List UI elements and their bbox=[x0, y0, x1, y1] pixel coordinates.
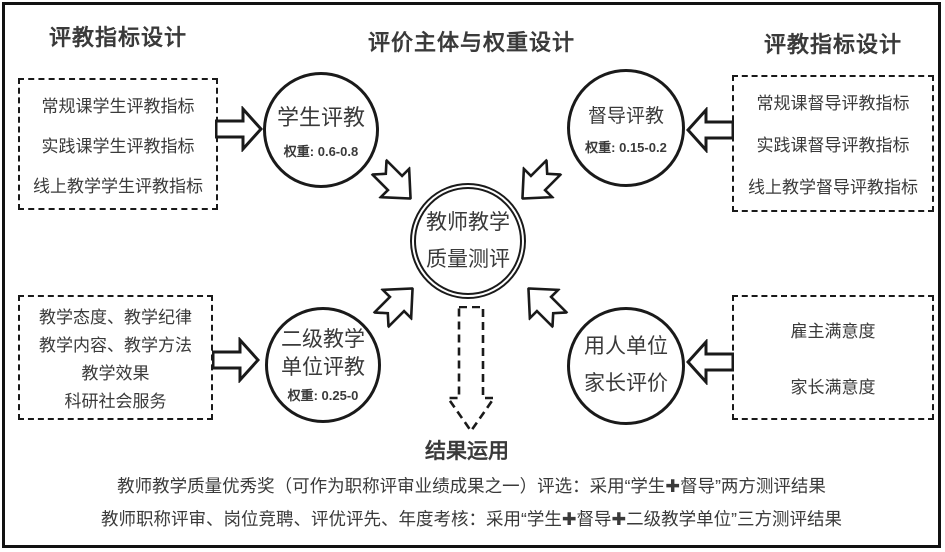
block-arrow-right-icon bbox=[212, 337, 260, 383]
block-arrow-right-icon bbox=[215, 106, 263, 152]
arrow-supervisor-to-center-icon bbox=[506, 151, 570, 215]
box-item: 线上教学学生评教指标 bbox=[33, 176, 203, 196]
title-left: 评教指标设计 bbox=[48, 25, 187, 50]
arrow-employer-to-center-icon bbox=[512, 272, 576, 336]
supervisor-indicator-box: 常规课督导评教指标 实践课督导评教指标 线上教学督导评教指标 bbox=[732, 75, 934, 212]
student-evaluation-circle: 学生评教 权重: 0.6-0.8 bbox=[263, 72, 379, 188]
teacher-quality-center-circle: 教师教学 质量测评 bbox=[410, 183, 526, 299]
block-arrow-left-icon bbox=[686, 339, 734, 385]
box-item: 教学态度、教学纪律 bbox=[39, 307, 192, 327]
center-line1: 教师教学 bbox=[426, 210, 510, 234]
circle-name: 学生评教 bbox=[276, 105, 365, 130]
circle-weight: 权重: 0.25-0 bbox=[287, 388, 359, 404]
center-circle-inner: 教师教学 质量测评 bbox=[414, 187, 522, 295]
title-center: 评价主体与权重设计 bbox=[367, 30, 575, 55]
box-item: 实践课学生评教指标 bbox=[41, 136, 195, 156]
title-right: 评教指标设计 bbox=[763, 32, 902, 57]
student-indicator-box: 常规课学生评教指标 实践课学生评教指标 线上教学学生评教指标 bbox=[18, 78, 218, 210]
box-item: 家长满意度 bbox=[790, 378, 876, 398]
box-item: 实践课督导评教指标 bbox=[756, 135, 910, 155]
box-item: 科研社会服务 bbox=[64, 392, 167, 412]
circle-weight: 权重: 0.15-0.2 bbox=[585, 139, 667, 155]
supervisor-evaluation-circle: 督导评教 权重: 0.15-0.2 bbox=[567, 69, 685, 187]
box-item: 线上教学督导评教指标 bbox=[748, 177, 918, 197]
circle-name-line2: 家长评价 bbox=[584, 372, 668, 395]
unit-evaluation-circle: 二级教学 单位评教 权重: 0.25-0 bbox=[265, 307, 381, 423]
employer-parent-circle: 用人单位 家长评价 bbox=[567, 307, 685, 425]
box-item: 常规课督导评教指标 bbox=[756, 94, 910, 114]
notched-arrow-icon bbox=[369, 157, 412, 200]
arrow-studentbox-to-student-icon bbox=[215, 106, 263, 152]
box-item: 雇主满意度 bbox=[790, 321, 876, 341]
center-line2: 质量测评 bbox=[426, 248, 510, 271]
box-item: 常规课学生评教指标 bbox=[41, 96, 195, 116]
arrow-unit-to-center-icon bbox=[365, 272, 429, 336]
arrow-supervisorbox-to-supervisor-icon bbox=[686, 107, 734, 153]
circle-weight: 权重: 0.6-0.8 bbox=[283, 144, 359, 159]
dashed-down-arrow-icon bbox=[447, 306, 495, 433]
block-arrow-left-icon bbox=[686, 107, 734, 153]
footer-line-2: 教师职称评审、岗位竞聘、评优评先、年度考核：采用“学生✚督导✚二级教学单位”三方… bbox=[101, 509, 842, 529]
box-item: 教学内容、教学方法 bbox=[39, 335, 192, 355]
notched-arrow-icon bbox=[371, 287, 414, 330]
box-item: 教学效果 bbox=[81, 364, 150, 384]
result-label: 结果运用 bbox=[425, 440, 509, 463]
employer-indicator-box: 雇主满意度 家长满意度 bbox=[732, 295, 934, 420]
unit-indicator-box: 教学态度、教学纪律 教学内容、教学方法 教学效果 科研社会服务 bbox=[18, 295, 213, 420]
circle-name-line2: 单位评教 bbox=[281, 355, 365, 379]
notched-arrow-icon bbox=[527, 287, 570, 330]
arrow-center-to-result-icon bbox=[447, 306, 495, 433]
arrow-employerbox-to-employer-icon bbox=[686, 339, 734, 385]
notched-arrow-icon bbox=[521, 157, 564, 200]
circle-name-line1: 用人单位 bbox=[584, 335, 668, 359]
arrow-student-to-center-icon bbox=[363, 151, 427, 215]
circle-name-line1: 二级教学 bbox=[281, 327, 365, 351]
circle-name: 督导评教 bbox=[587, 105, 664, 127]
arrow-unitbox-to-unit-icon bbox=[212, 337, 260, 383]
footer-line-1: 教师教学质量优秀奖（可作为职称评审业绩成果之一）评选：采用“学生✚督导”两方测评… bbox=[117, 476, 826, 496]
